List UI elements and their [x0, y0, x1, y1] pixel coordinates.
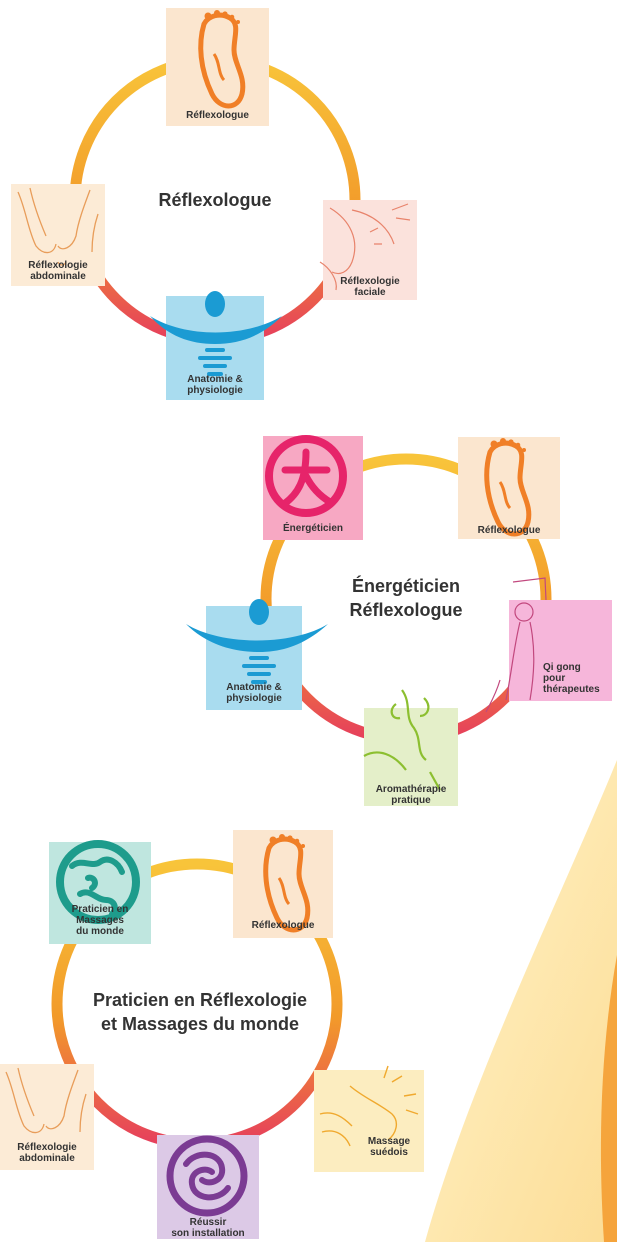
- body-figure-icon: [150, 291, 282, 376]
- tile-label: Aromathérapie pratique: [375, 784, 447, 806]
- tile-label: Réflexologue: [251, 920, 315, 931]
- tile-bg-aroma-2: [363, 689, 458, 806]
- tile-qi-gong[interactable]: Qi gong pour thérapeutes: [509, 600, 617, 701]
- tile-anatomie-physiologie[interactable]: Anatomie & physiologie: [166, 296, 264, 400]
- tile-bg-qigong-2: [485, 577, 612, 713]
- tile-label: Réussir son installation: [171, 1217, 245, 1239]
- tile-label: Massage suédois: [367, 1136, 411, 1158]
- foot-icon: [484, 438, 532, 537]
- spiral-icon: [166, 1135, 248, 1217]
- tile-label: Réflexologie faciale: [340, 276, 400, 298]
- tile-reflexologie-faciale[interactable]: Réflexologie faciale: [323, 200, 417, 300]
- center-title: Praticien en Réflexologie et Massages du…: [92, 990, 308, 1034]
- chinese-character-icon: [265, 435, 347, 517]
- sun-arc-decoration: [600, 955, 617, 1242]
- center-title: Réflexologue: [158, 190, 272, 210]
- tile-label: Réflexologie abdominale: [28, 260, 88, 282]
- body-figure-icon: [186, 599, 328, 684]
- tile-bg-reflexologue-2: [458, 437, 560, 539]
- foot-icon: [198, 10, 246, 109]
- tile-reflexologue[interactable]: Réflexologue: [458, 437, 560, 539]
- tile-bg-anatomie-2: [186, 599, 328, 710]
- tile-label: Praticien en Massages du monde: [71, 904, 129, 937]
- tile-bg-reflexologue-1: [166, 8, 269, 126]
- woman-stretch-icon: [485, 577, 547, 713]
- tile-label: Réflexologue: [186, 110, 249, 121]
- center-title: Énergéticien Réflexologue: [349, 576, 463, 620]
- tile-label: Qi gong pour thérapeutes: [543, 662, 600, 695]
- sun-ray-decoration: [425, 760, 617, 1242]
- tile-bg-abdominale-3: [0, 1064, 94, 1170]
- tile-label: Anatomie & physiologie: [187, 374, 243, 396]
- tile-label: Réflexologue: [477, 525, 541, 536]
- plant-icon: [363, 689, 441, 791]
- tile-reflexologie-abdominale[interactable]: Réflexologie abdominale: [11, 184, 105, 286]
- tile-label: Réflexologie abdominale: [17, 1142, 77, 1164]
- tile-bg-abdominale-1: [11, 184, 105, 286]
- tile-label: Énergéticien: [282, 523, 344, 534]
- hands-abdomen-icon: [5, 1067, 87, 1134]
- tile-bg-anatomie-1: [150, 291, 282, 400]
- tile-reflexologue[interactable]: Réflexologue: [166, 8, 269, 126]
- tile-reussir-installation[interactable]: Réussir son installation: [157, 1135, 259, 1239]
- globe-icon: [56, 840, 140, 924]
- tile-massage-suedois[interactable]: Massage suédois: [314, 1070, 424, 1172]
- tile-bg-installation-3: [157, 1135, 259, 1239]
- tile-reflexologue[interactable]: Réflexologue: [233, 830, 333, 938]
- tile-label: Anatomie & physiologie: [226, 682, 282, 704]
- tile-bg-faciale-1: [319, 200, 417, 300]
- tile-anatomie-physiologie[interactable]: Anatomie & physiologie: [206, 606, 302, 710]
- tile-aromatherapie[interactable]: Aromathérapie pratique: [364, 708, 458, 806]
- tile-bg-suedois-3: [314, 1065, 424, 1172]
- face-massage-icon: [319, 1065, 419, 1147]
- tile-praticien-massages[interactable]: Praticien en Massages du monde: [49, 842, 151, 944]
- tile-reflexologie-abdominale[interactable]: Réflexologie abdominale: [0, 1064, 94, 1170]
- foot-icon: [263, 834, 311, 933]
- tile-bg-reflexologue-3: [233, 830, 333, 938]
- hands-abdomen-icon: [17, 187, 99, 266]
- face-icon: [319, 203, 411, 291]
- tile-energeticien[interactable]: Énergéticien: [263, 436, 363, 540]
- tile-bg-monde-3: [49, 840, 151, 944]
- tile-bg-energeticien-2: [263, 435, 363, 540]
